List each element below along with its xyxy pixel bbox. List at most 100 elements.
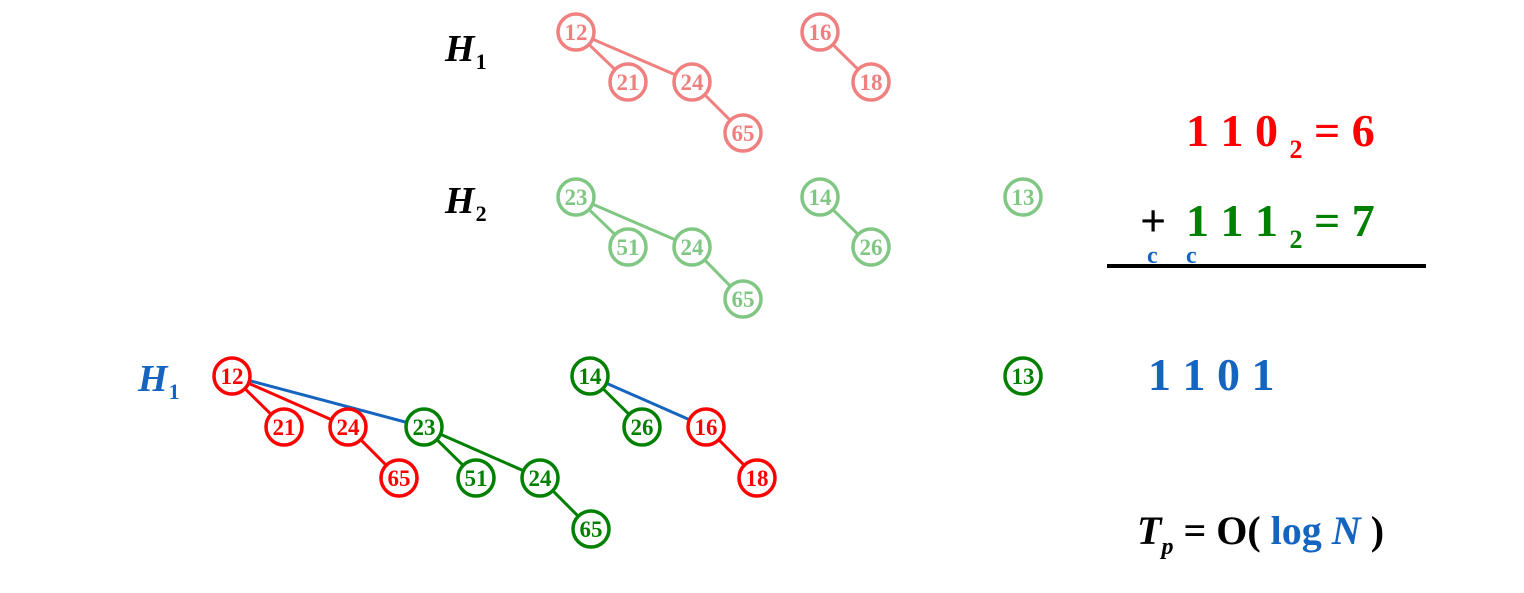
node-key: 21 [617, 70, 640, 95]
h2-node: 24 [672, 227, 712, 267]
tree-edge [717, 438, 746, 467]
node-circle [608, 62, 648, 102]
merged-node: 26 [622, 407, 662, 447]
node-circle [686, 407, 726, 447]
node-circle [556, 177, 596, 217]
node-circle [622, 407, 662, 447]
node-key: 12 [565, 20, 588, 45]
node-key: 26 [631, 415, 654, 440]
tree-edge [591, 37, 677, 77]
merged-node: 12 [212, 356, 252, 396]
tree-edge [587, 43, 617, 71]
tree-edge [435, 438, 465, 467]
node-key: 13 [1012, 364, 1035, 389]
h1-node: 12 [556, 12, 596, 52]
sum-line [1107, 264, 1426, 268]
node-circle [328, 407, 368, 447]
node-key: 65 [580, 517, 603, 542]
carry-mark: c [1186, 243, 1197, 269]
tree-edge [249, 379, 407, 424]
h2-node: 23 [556, 177, 596, 217]
tree-edge [551, 489, 580, 518]
merged-node: 13 [1003, 356, 1043, 396]
merged-node: 24 [520, 458, 560, 498]
h1-node: 21 [608, 62, 648, 102]
merged-node: 21 [264, 407, 304, 447]
tree-edge [703, 93, 732, 122]
merged-node: 65 [571, 509, 611, 549]
node-circle [800, 177, 840, 217]
tree-edge [359, 438, 388, 467]
merged-node: 51 [456, 458, 496, 498]
node-key: 51 [617, 235, 640, 260]
carry-mark: c [1147, 243, 1158, 269]
node-key: 24 [529, 466, 553, 491]
node-circle [1003, 177, 1043, 217]
node-circle [672, 227, 712, 267]
tree-nodes: 12 21 24 65 16 18 23 51 24 65 14 26 13 12 21 24 65 23 51 24… [212, 12, 1043, 549]
node-key: 14 [579, 364, 603, 389]
node-circle [723, 113, 763, 153]
merged-node: 14 [570, 356, 610, 396]
h1-node: 18 [851, 62, 891, 102]
node-key: 23 [565, 185, 588, 210]
node-key: 26 [860, 235, 883, 260]
node-circle [456, 458, 496, 498]
node-key: 24 [681, 235, 705, 260]
h2-node: 13 [1003, 177, 1043, 217]
node-key: 65 [732, 287, 755, 312]
node-key: 18 [746, 466, 769, 491]
tree-edge [587, 208, 617, 236]
node-key: 24 [681, 70, 705, 95]
merged-heap-label: H1 [138, 358, 180, 404]
node-circle [212, 356, 252, 396]
h2-node: 26 [851, 227, 891, 267]
merged-node: 65 [379, 458, 419, 498]
tree-edge [605, 381, 691, 422]
addend-1-equation: 1 1 0 2 = 6 [1186, 105, 1375, 164]
node-circle [1003, 356, 1043, 396]
tree-edge [831, 43, 860, 71]
node-key: 24 [337, 415, 361, 440]
tree-edge [831, 208, 860, 236]
tree-edge [247, 381, 333, 422]
node-key: 18 [860, 70, 883, 95]
node-circle [608, 227, 648, 267]
tree-edge [439, 432, 525, 473]
node-circle [672, 62, 712, 102]
node-circle [520, 458, 560, 498]
h1-heap-label: H1 [445, 28, 487, 74]
node-key: 51 [465, 466, 488, 491]
node-circle [379, 458, 419, 498]
node-key: 65 [732, 121, 755, 146]
h2-node: 65 [723, 279, 763, 319]
h1-node: 16 [800, 12, 840, 52]
node-key: 16 [809, 20, 832, 45]
merged-node: 16 [686, 407, 726, 447]
node-circle [800, 12, 840, 52]
node-circle [737, 458, 777, 498]
complexity-formula: Tp = O( log N ) [1137, 508, 1385, 560]
tree-edges [243, 37, 860, 518]
node-circle [723, 279, 763, 319]
tree-edge [703, 258, 732, 288]
node-circle [851, 62, 891, 102]
h1-node: 65 [723, 113, 763, 153]
node-key: 65 [388, 466, 411, 491]
node-key: 23 [413, 415, 436, 440]
tree-edge [601, 387, 631, 416]
h2-node: 14 [800, 177, 840, 217]
node-circle [264, 407, 304, 447]
h2-heap-label: H2 [445, 180, 487, 226]
addend-2-equation: 1 1 1 2 = 7 [1186, 195, 1375, 254]
node-circle [851, 227, 891, 267]
plus-sign: + [1140, 195, 1167, 246]
node-key: 16 [695, 415, 718, 440]
merged-node: 24 [328, 407, 368, 447]
sum-result: 1 1 0 1 [1148, 349, 1275, 400]
merged-node: 23 [404, 407, 444, 447]
node-key: 21 [273, 415, 296, 440]
h1-node: 24 [672, 62, 712, 102]
node-key: 14 [809, 185, 833, 210]
